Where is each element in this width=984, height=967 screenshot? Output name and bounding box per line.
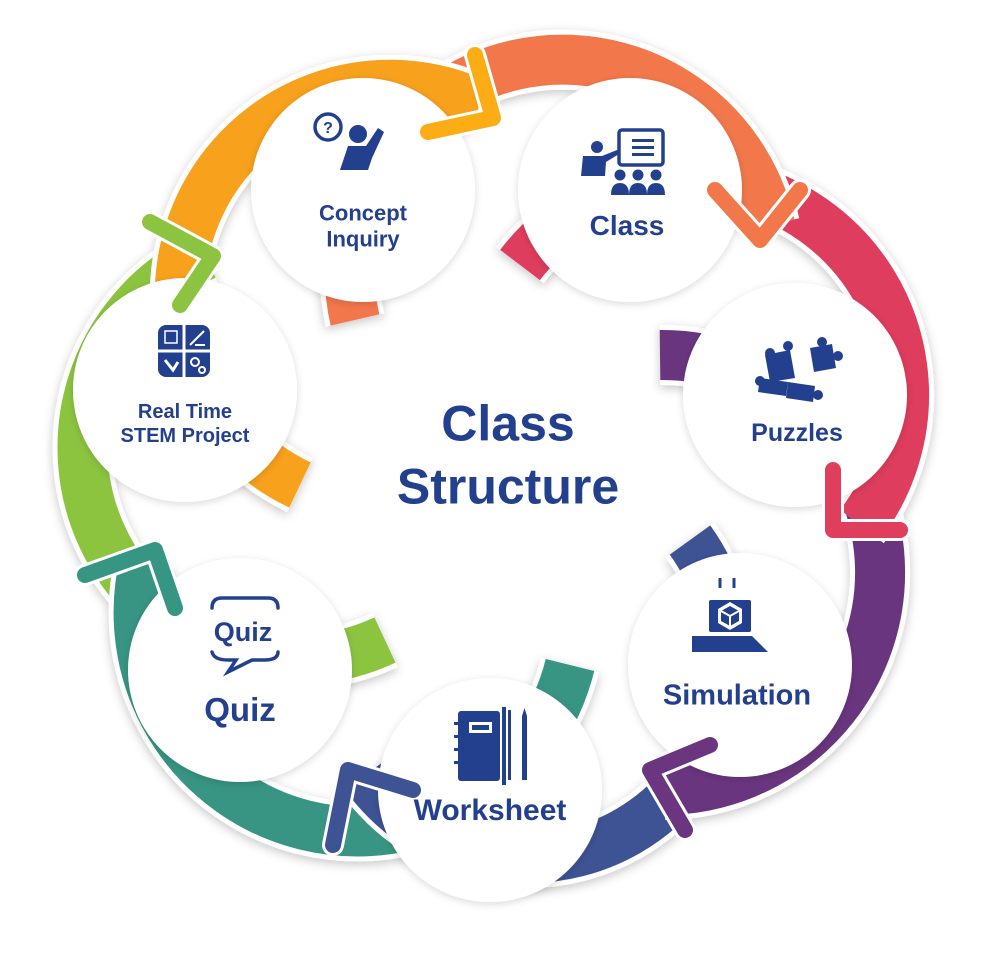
- teacher-presentation-icon: [581, 128, 665, 195]
- node-label-puzzles: Puzzles: [751, 419, 843, 447]
- node-label-stem-line2: STEM Project: [120, 425, 250, 447]
- node-label-stem-project: Real Time STEM Project: [121, 400, 250, 448]
- arrow-worksheet-to-quiz: [322, 759, 424, 856]
- arrow-simulation-to-worksheet: [639, 734, 721, 841]
- puzzle-pieces-icon: [755, 337, 843, 402]
- stem-grid-icon: [158, 325, 210, 377]
- quiz-icon-text: Quiz: [213, 616, 273, 647]
- node-label-worksheet: Worksheet: [413, 794, 567, 827]
- center-title: Class Structure: [397, 393, 619, 518]
- quiz-speech-bubble-icon: [210, 596, 280, 677]
- node-disc-simulation: [628, 553, 852, 777]
- question-person-icon: ?: [313, 112, 384, 170]
- arrow-stem-to-concept: [139, 211, 224, 316]
- node-label-stem-line1: Real Time: [137, 401, 233, 423]
- arrow-puzzles-to-simulation: [822, 459, 911, 541]
- center-title-line2: Structure: [396, 458, 620, 514]
- laptop-cube-icon: [692, 578, 768, 652]
- node-label-class: Class: [589, 210, 665, 242]
- node-label-simulation: Simulation: [662, 679, 812, 712]
- node-disc-stem-project: [73, 278, 297, 502]
- svg-text:?: ?: [323, 120, 333, 137]
- arrow-quiz-to-stem: [74, 539, 186, 619]
- node-label-concept-inquiry: Concept Inquiry: [319, 201, 407, 254]
- node-disc-worksheet: [378, 678, 602, 902]
- arrow-class-to-puzzles: [704, 179, 811, 251]
- node-label-concept-inquiry-line1: Concept: [319, 200, 407, 226]
- notebook-pencil-icon: [454, 707, 527, 785]
- node-disc-concept-inquiry: [251, 78, 475, 302]
- node-label-concept-inquiry-line2: Inquiry: [326, 227, 400, 252]
- arrow-concept-to-class: [417, 44, 504, 143]
- node-label-quiz: Quiz: [204, 691, 276, 729]
- center-title-line1: Class: [441, 395, 575, 452]
